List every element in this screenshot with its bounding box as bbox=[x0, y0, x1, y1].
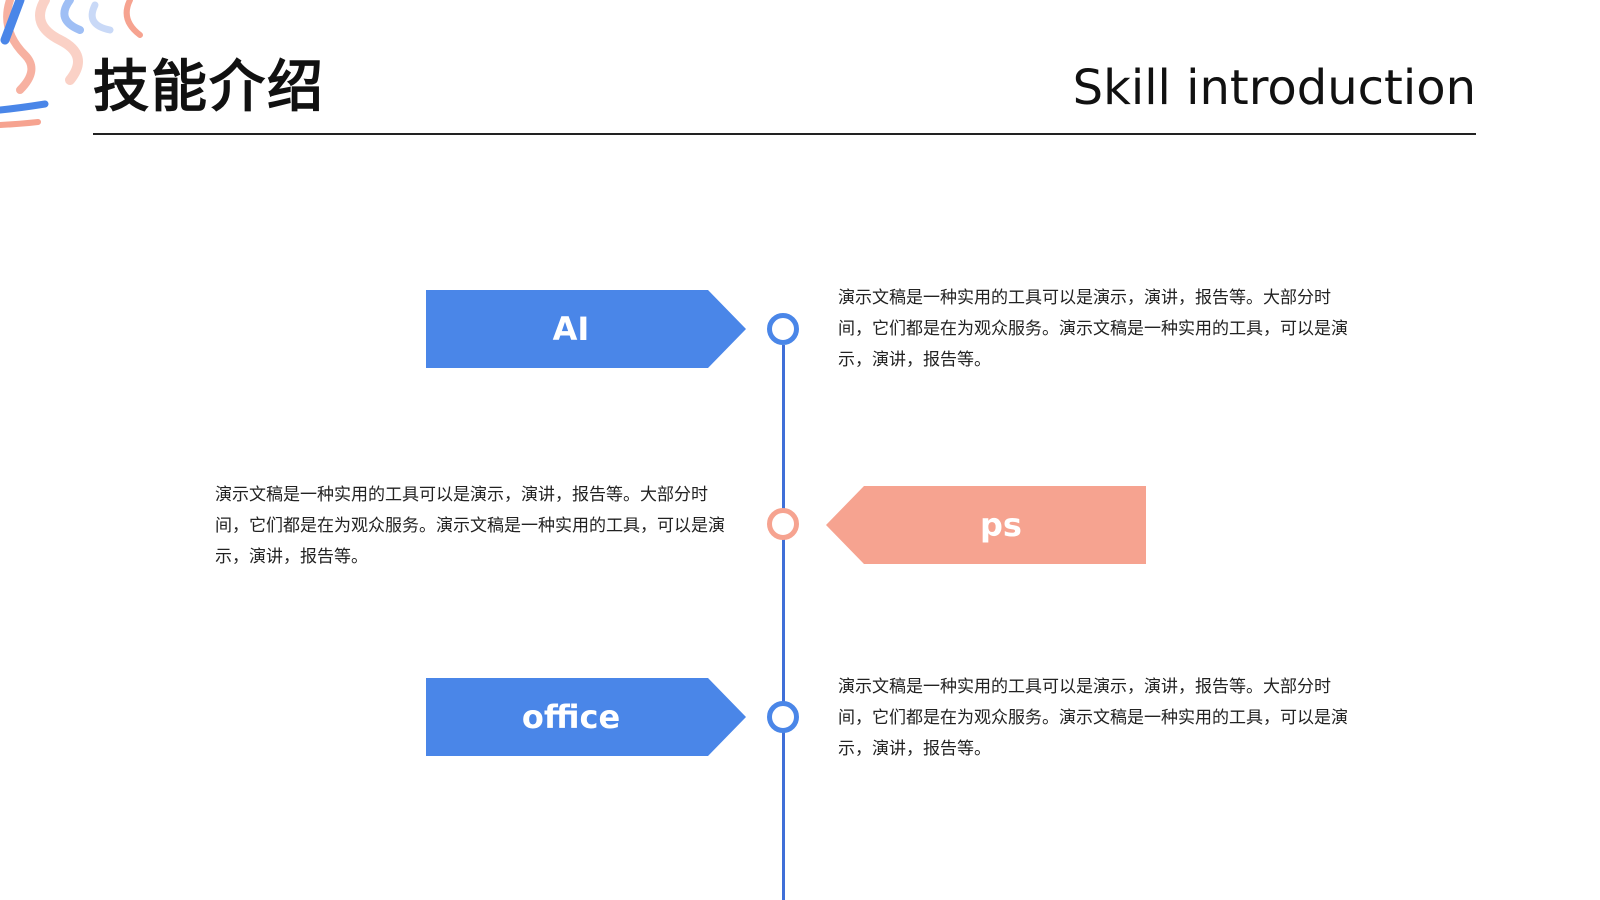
timeline-line bbox=[782, 345, 785, 900]
brush-stroke-decoration bbox=[0, 0, 143, 128]
skill-description-ai: 演示文稿是一种实用的工具可以是演示，演讲，报告等。大部分时间，它们都是在为观众服… bbox=[838, 288, 1348, 370]
timeline-node-ai bbox=[767, 313, 799, 345]
timeline-node-ps bbox=[767, 508, 799, 540]
timeline-node-office bbox=[767, 701, 799, 733]
skill-description-office: 演示文稿是一种实用的工具可以是演示，演讲，报告等。大部分时间，它们都是在为观众服… bbox=[838, 677, 1348, 759]
skill-description-ps: 演示文稿是一种实用的工具可以是演示，演讲，报告等。大部分时间，它们都是在为观众服… bbox=[215, 485, 725, 567]
skill-tag-ps: ps bbox=[826, 486, 1146, 564]
header-divider bbox=[93, 133, 1476, 135]
skill-tag-ai: AI bbox=[426, 290, 746, 368]
skill-label-office: office bbox=[521, 698, 621, 736]
skill-label-ps: ps bbox=[980, 506, 1022, 544]
skill-label-ai: AI bbox=[552, 310, 590, 348]
page-title: 技能介绍 bbox=[93, 55, 325, 120]
page-subtitle-english: Skill introduction bbox=[1072, 60, 1476, 116]
skill-tag-office: office bbox=[426, 678, 746, 756]
